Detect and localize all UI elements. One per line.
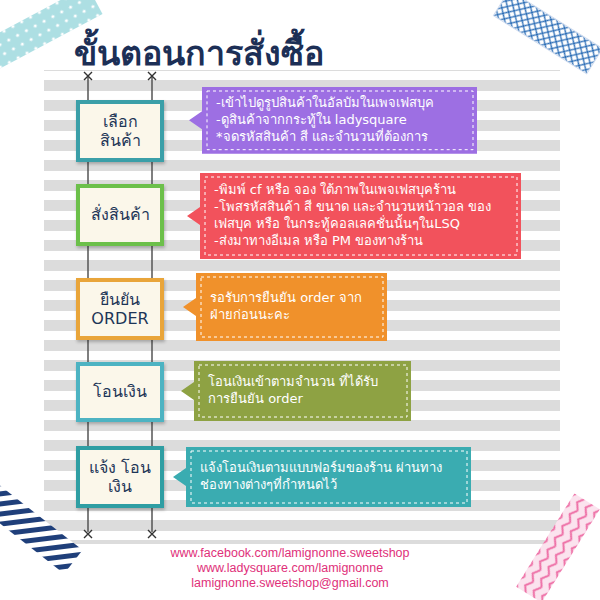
hanging-string xyxy=(87,422,89,446)
washi-tape xyxy=(493,0,600,74)
washi-tape xyxy=(516,493,600,600)
hanging-string xyxy=(87,162,89,184)
step-note: -ดูสินค้าจากกระทู้ใน ladysquare xyxy=(216,112,464,129)
callout-bubble: -พิมพ์ cf หรือ จอง ใต้ภาพในเพจเฟสบุคร้าน… xyxy=(186,172,522,260)
title: ขั้นตอนการสั่งซื้อ xyxy=(74,26,324,80)
step-box: เลือก สินค้า xyxy=(76,100,164,162)
step-note: *จดรหัสสินค้า สี และจำนวนที่ต้องการ xyxy=(216,129,464,146)
callout-bubble: โอนเงินเข้าตามจำนวน ที่ได้รับการยืนยัน o… xyxy=(180,360,412,422)
washi-tape xyxy=(0,482,83,573)
step-label: ยืนยัน ORDER xyxy=(83,290,157,328)
step-note: -ส่งมาทางอีเมล หรือ PM ของทางร้าน xyxy=(214,233,508,250)
bubble-fill xyxy=(173,447,471,507)
dashed-border xyxy=(205,177,517,255)
bubble-fill xyxy=(189,87,477,154)
step-label: เลือก สินค้า xyxy=(83,112,157,150)
step-box: แจ้ง โอนเงิน xyxy=(76,446,164,508)
striped-ground xyxy=(44,70,560,544)
contact-link: www.facebook.com/lamignonne.sweetshop xyxy=(0,546,580,561)
callout-bubble: แจ้งโอนเงินตามแบบฟอร์มของร้าน ผ่านทางช่อ… xyxy=(172,446,472,508)
step-note: -โพสรหัสสินค้า สี ขนาด และจำนวนหน้าวอล ข… xyxy=(214,199,508,233)
callout-bubble: รอรับการยืนยัน order จากฝ่ายก่อนนะคะ xyxy=(182,272,388,342)
step-note: -พิมพ์ cf หรือ จอง ใต้ภาพในเพจเฟสบุคร้าน xyxy=(214,182,508,199)
step-box: โอนเงิน xyxy=(76,362,164,422)
contact-link: lamignonne.sweetshop@gmail.com xyxy=(0,576,580,591)
step-label: แจ้ง โอนเงิน xyxy=(83,458,157,496)
step-note: รอรับการยืนยัน order จากฝ่ายก่อนนะคะ xyxy=(210,290,374,324)
step-note: แจ้งโอนเงินตามแบบฟอร์มของร้าน ผ่านทางช่อ… xyxy=(200,460,458,494)
dashed-border xyxy=(207,91,473,150)
hanging-string xyxy=(87,246,89,278)
contact-link: www.ladysquare.com/lamignonne xyxy=(0,561,580,576)
hanging-string xyxy=(151,422,153,446)
dashed-border xyxy=(201,277,383,337)
bubble-fill xyxy=(187,173,521,259)
step-box: สั่งสินค้า xyxy=(76,184,164,246)
dashed-border xyxy=(199,365,407,417)
step-box: ยืนยัน ORDER xyxy=(76,278,164,340)
hanging-string xyxy=(87,340,89,362)
step-label: สั่งสินค้า xyxy=(83,205,157,224)
hanging-string xyxy=(151,246,153,278)
footer: www.facebook.com/lamignonne.sweetshopwww… xyxy=(0,546,580,591)
hanging-string xyxy=(151,162,153,184)
step-label: โอนเงิน xyxy=(83,382,157,401)
hanging-string xyxy=(151,340,153,362)
step-note: -เข้าไปดูรูปสินค้าในอัลบัมในเพจเฟสบุค xyxy=(216,95,464,112)
step-note: โอนเงินเข้าตามจำนวน ที่ได้รับการยืนยัน o… xyxy=(208,374,398,408)
bubble-fill xyxy=(183,273,387,341)
bubble-fill xyxy=(181,361,411,421)
callout-bubble: -เข้าไปดูรูปสินค้าในอัลบัมในเพจเฟสบุค-ดู… xyxy=(188,86,478,155)
dashed-border xyxy=(191,451,467,503)
